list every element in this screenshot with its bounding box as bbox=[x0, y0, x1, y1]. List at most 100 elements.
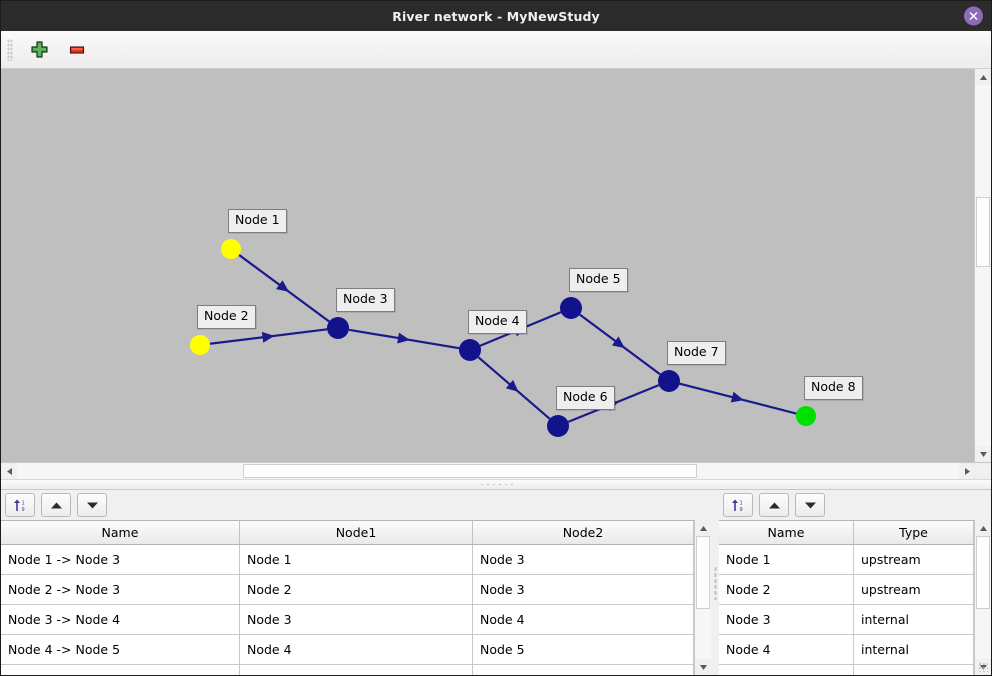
table-cell[interactable]: Node 4 bbox=[239, 634, 473, 665]
canvas-hscroll-thumb[interactable] bbox=[243, 464, 698, 478]
reaches-move-down-button[interactable] bbox=[77, 493, 107, 517]
graph-node-node5[interactable] bbox=[560, 297, 582, 319]
graph-node-node6[interactable] bbox=[547, 415, 569, 437]
node-label-node6[interactable]: Node 6 bbox=[556, 386, 615, 410]
delete-icon[interactable] bbox=[63, 36, 91, 64]
scroll-up-icon[interactable] bbox=[975, 69, 991, 85]
reaches-vertical-scrollbar[interactable] bbox=[694, 520, 711, 675]
reaches-scroll-up-icon[interactable] bbox=[695, 520, 711, 536]
add-icon[interactable] bbox=[25, 36, 53, 64]
canvas-vscroll-thumb[interactable] bbox=[976, 196, 990, 268]
scroll-down-icon[interactable] bbox=[975, 446, 991, 462]
node-label-node3[interactable]: Node 3 bbox=[336, 288, 395, 312]
reaches-col-node2[interactable]: Node2 bbox=[472, 521, 694, 545]
canvas-vscroll-track[interactable] bbox=[975, 85, 991, 446]
table-cell[interactable]: Node 3 -> Node 4 bbox=[1, 604, 240, 635]
graph-node-node2[interactable] bbox=[190, 335, 210, 355]
edge-arrow-icon bbox=[505, 379, 519, 392]
nodes-sort-button[interactable]: 1 9 bbox=[723, 493, 753, 517]
node-label-node7[interactable]: Node 7 bbox=[667, 341, 726, 365]
table-cell[interactable]: Node 3 bbox=[472, 544, 694, 575]
nodes-col-name[interactable]: Name bbox=[719, 521, 854, 545]
node-label-node4[interactable]: Node 4 bbox=[468, 310, 527, 334]
reaches-vscroll-track[interactable] bbox=[695, 536, 711, 659]
nodes-vertical-scrollbar[interactable] bbox=[974, 520, 991, 675]
table-cell[interactable]: internal bbox=[853, 604, 974, 635]
scroll-right-icon[interactable] bbox=[959, 463, 975, 479]
nodes-col-type[interactable]: Type bbox=[853, 521, 974, 545]
reaches-move-up-button[interactable] bbox=[41, 493, 71, 517]
network-canvas[interactable]: Node 1 Node 2 Node 3 Node 4 Node 5 Node 6 Node… bbox=[1, 69, 974, 462]
node-label-node2[interactable]: Node 2 bbox=[197, 305, 256, 329]
svg-text:9: 9 bbox=[22, 507, 25, 513]
table-cell[interactable]: Node 2 bbox=[239, 574, 473, 605]
reaches-scroll-down-icon[interactable] bbox=[695, 659, 711, 675]
table-cell[interactable]: Node 4 -> Node 5 bbox=[1, 634, 240, 665]
table-cell[interactable]: Node 2 -> Node 3 bbox=[1, 574, 240, 605]
reaches-col-node1[interactable]: Node1 bbox=[239, 521, 473, 545]
table-cell[interactable]: Node 1 bbox=[239, 544, 473, 575]
vertical-splitter-grip-icon bbox=[713, 565, 717, 600]
edge-arrow-icon bbox=[730, 391, 744, 403]
table-cell[interactable]: Node 4 bbox=[472, 604, 694, 635]
vertical-splitter[interactable] bbox=[711, 490, 719, 675]
node-label-node5[interactable]: Node 5 bbox=[569, 268, 628, 292]
reaches-vscroll-thumb[interactable] bbox=[696, 536, 710, 610]
close-icon[interactable] bbox=[964, 6, 983, 26]
svg-text:1: 1 bbox=[22, 500, 25, 506]
graph-node-node1[interactable] bbox=[221, 239, 241, 259]
table-cell[interactable]: upstream bbox=[853, 574, 974, 605]
node-label-node1[interactable]: Node 1 bbox=[228, 209, 287, 233]
canvas-hscroll-track[interactable] bbox=[17, 463, 959, 479]
table-cell[interactable]: Node 3 bbox=[472, 574, 694, 605]
table-cell[interactable]: Node 1 -> Node 3 bbox=[1, 544, 240, 575]
scroll-left-icon[interactable] bbox=[1, 463, 17, 479]
table-cell[interactable]: upstream bbox=[853, 544, 974, 575]
graph-node-node3[interactable] bbox=[327, 317, 349, 339]
nodes-scroll-up-icon[interactable] bbox=[975, 520, 991, 536]
canvas-vertical-scrollbar[interactable] bbox=[974, 69, 991, 462]
table-cell[interactable]: Node 4 bbox=[719, 634, 854, 665]
table-cell-empty bbox=[1, 664, 240, 675]
graph-node-node4[interactable] bbox=[459, 339, 481, 361]
node-label-node8[interactable]: Node 8 bbox=[804, 376, 863, 400]
window-resize-grip-icon[interactable] bbox=[978, 662, 988, 672]
window-title: River network - MyNewStudy bbox=[392, 8, 600, 24]
nodes-header-row: Name Type bbox=[719, 521, 974, 545]
table-cell[interactable]: Node 5 bbox=[472, 634, 694, 665]
nodes-move-down-button[interactable] bbox=[795, 493, 825, 517]
svg-text:9: 9 bbox=[740, 507, 743, 513]
table-cell[interactable]: Node 3 bbox=[719, 604, 854, 635]
nodes-move-up-button[interactable] bbox=[759, 493, 789, 517]
canvas-horizontal-scrollbar[interactable] bbox=[1, 462, 991, 479]
table-cell[interactable]: Node 3 bbox=[239, 604, 473, 635]
graph-node-node8[interactable] bbox=[796, 406, 816, 426]
graph-node-node7[interactable] bbox=[658, 370, 680, 392]
reaches-col-name[interactable]: Name bbox=[1, 521, 240, 545]
nodes-vscroll-track[interactable] bbox=[975, 536, 991, 659]
table-cell-empty bbox=[719, 664, 854, 675]
svg-text:1: 1 bbox=[740, 500, 743, 506]
reaches-sort-button[interactable]: 1 9 bbox=[5, 493, 35, 517]
table-cell[interactable]: internal bbox=[853, 634, 974, 665]
nodes-vscroll-thumb[interactable] bbox=[976, 536, 990, 610]
horizontal-splitter[interactable] bbox=[1, 479, 991, 490]
toolbar-grip[interactable] bbox=[7, 38, 13, 61]
table-cell[interactable]: Node 1 bbox=[719, 544, 854, 575]
table-cell[interactable]: Node 2 bbox=[719, 574, 854, 605]
edge-arrow-icon bbox=[397, 332, 410, 344]
reaches-toolbar: 1 9 bbox=[1, 490, 711, 520]
